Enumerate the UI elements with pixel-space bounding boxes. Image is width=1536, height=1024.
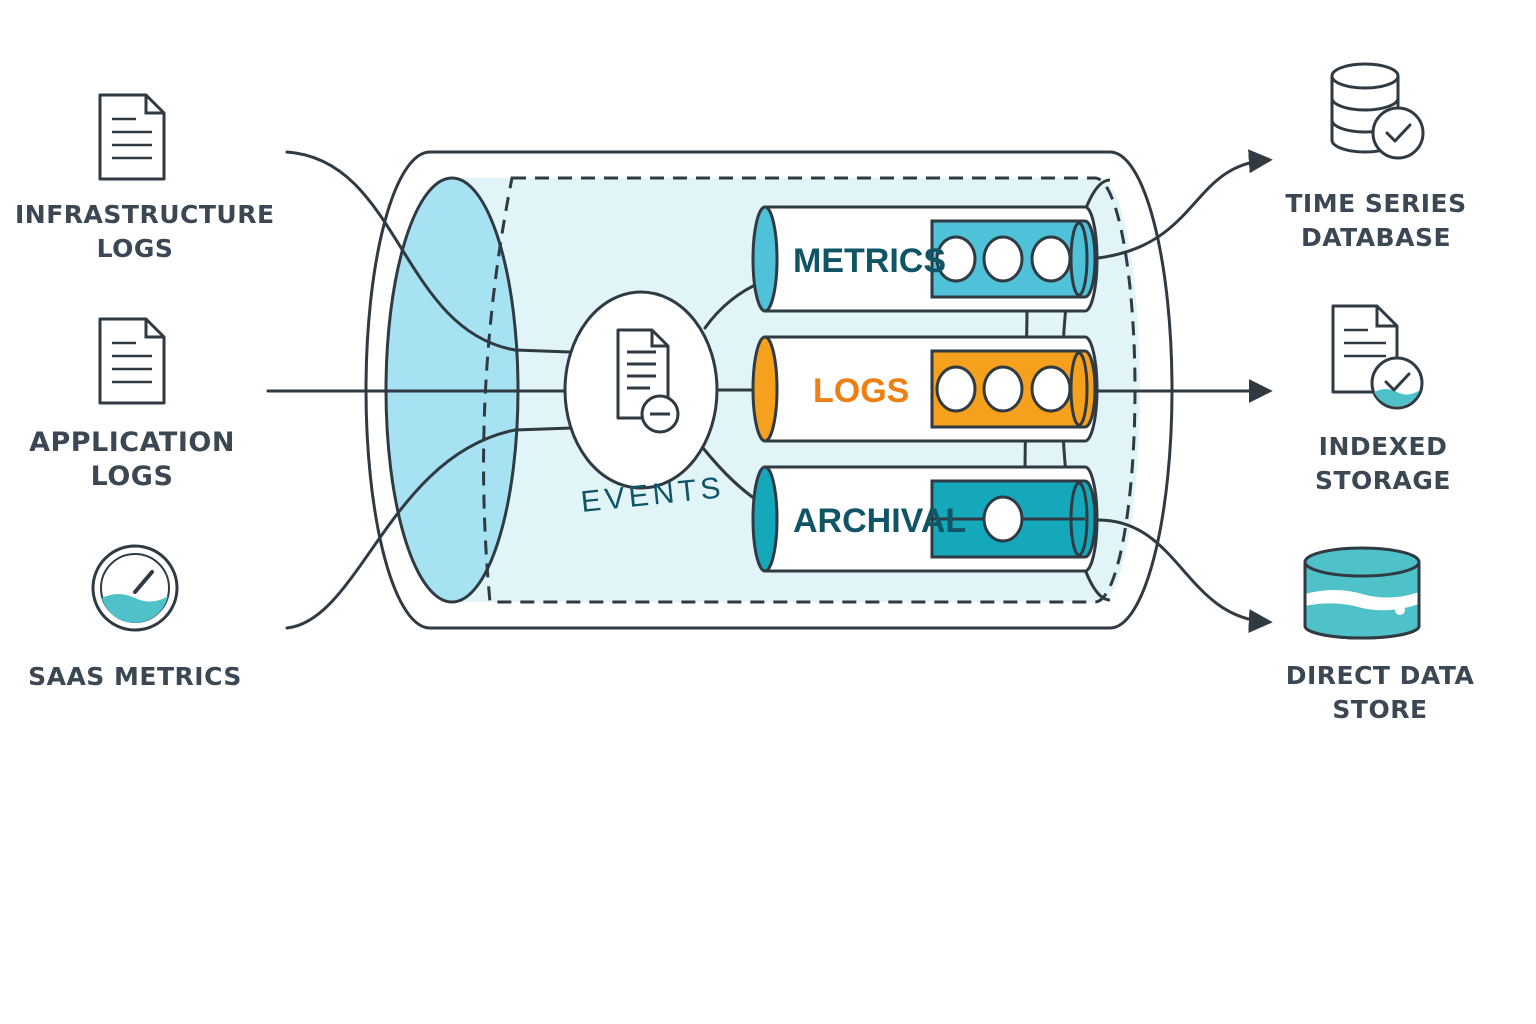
data-store-icon <box>1303 546 1421 640</box>
stream-tubes: METRICS LOGS ARCHIVAL <box>751 205 1099 573</box>
tube-cap <box>751 465 779 573</box>
database-check-icon <box>1330 62 1425 160</box>
gauge-icon <box>91 544 179 632</box>
stream-tube-archival: ARCHIVAL <box>751 465 1099 573</box>
document-icon <box>98 93 166 181</box>
pipe-dashed-boundary <box>482 176 1137 604</box>
stream-tube-metrics: METRICS <box>751 205 1099 313</box>
tube-cap <box>751 205 779 313</box>
document-icon <box>98 317 166 405</box>
queue-slot <box>935 235 977 283</box>
queue-slot <box>1030 235 1072 283</box>
stream-tube-logs: LOGS <box>751 335 1099 443</box>
queue-slot <box>982 235 1024 283</box>
stream-label-metrics: METRICS <box>793 242 946 280</box>
output-arrow-direct <box>1096 518 1273 634</box>
queue-slot <box>1030 365 1072 413</box>
queue-slot <box>982 495 1024 543</box>
tube-cap <box>751 335 779 443</box>
document-minus-icon <box>616 328 680 434</box>
queue-slot <box>935 365 977 413</box>
queue-slot <box>982 365 1024 413</box>
stream-label-archival: ARCHIVAL <box>793 502 966 540</box>
input-line-infrastructure <box>285 150 572 354</box>
stream-label-logs: LOGS <box>813 372 909 410</box>
source-label-saas-metrics: SAAS METRICS <box>28 662 242 691</box>
output-arrow-tsdb <box>1096 149 1273 260</box>
input-line-saas <box>285 426 574 630</box>
document-check-icon <box>1331 304 1424 410</box>
